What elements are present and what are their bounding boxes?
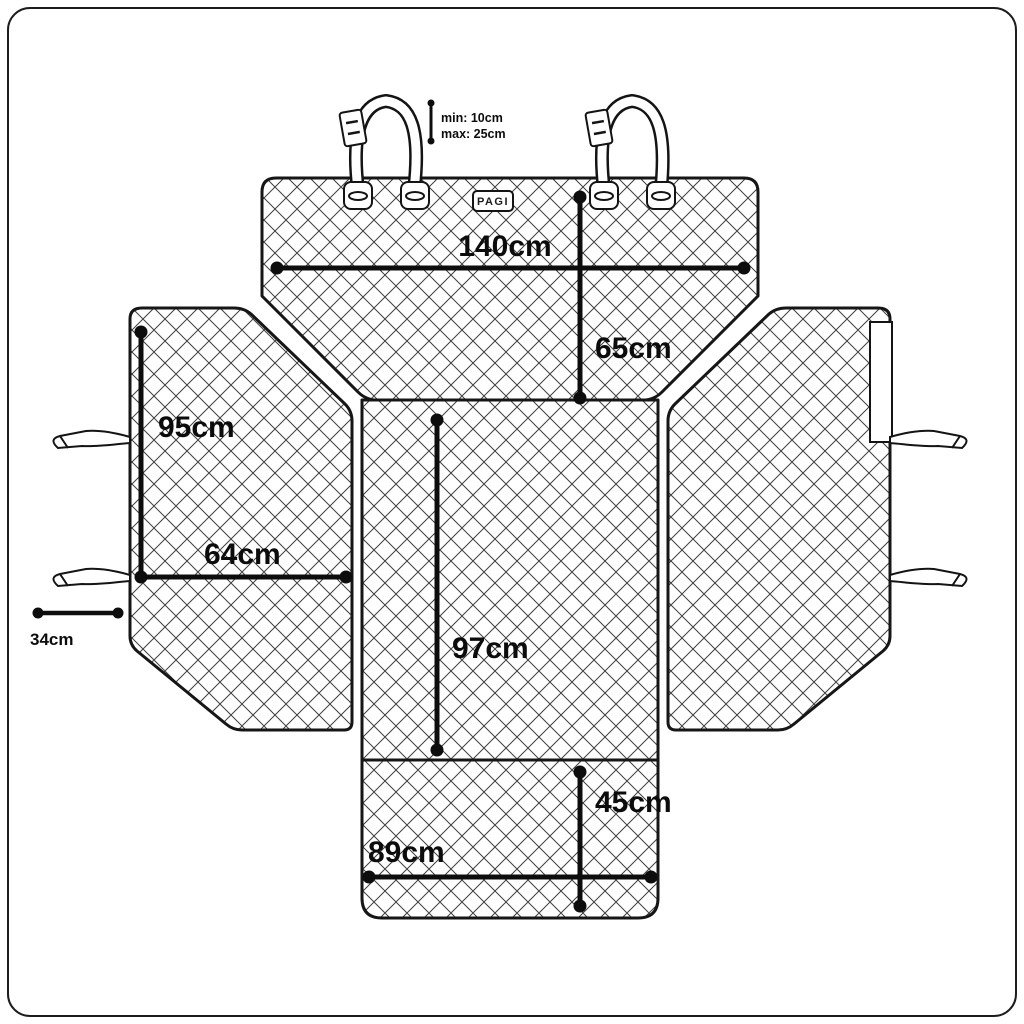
side-clip-right-top-icon xyxy=(889,429,968,450)
side-clip-left-top-icon xyxy=(52,429,131,450)
dim-bottom-height: 45cm xyxy=(573,765,672,913)
left-flap xyxy=(128,306,354,732)
strap-note-min: min: 10cm xyxy=(441,111,503,125)
center-panel xyxy=(360,398,660,762)
side-clip-left-bottom-icon xyxy=(52,567,131,588)
dim-bottom-height-label: 45cm xyxy=(595,786,672,819)
dim-top-width: 140cm xyxy=(270,230,751,275)
dim-strap-adjust: min: 10cm max: 25cm xyxy=(427,99,506,145)
dim-center-height: 97cm xyxy=(430,413,529,757)
side-clip-right-bottom-icon xyxy=(889,567,968,588)
dim-side-width-label: 64cm xyxy=(204,538,281,571)
dim-top-height-label: 65cm xyxy=(595,332,672,365)
dim-top-height: 65cm xyxy=(573,190,672,405)
right-flap xyxy=(666,306,892,732)
buckle-right-icon xyxy=(584,108,614,148)
page-border xyxy=(7,7,1017,1017)
dim-top-width-label: 140cm xyxy=(458,230,551,263)
dim-bottom-width: 89cm xyxy=(362,836,658,884)
velcro-strip xyxy=(869,321,893,443)
dim-side-height-label: 95cm xyxy=(158,411,235,444)
buckle-left-icon xyxy=(338,108,368,148)
dimensions: min: 10cm max: 25cm 140cm 65cm 95cm xyxy=(30,99,751,913)
dim-side-width: 64cm xyxy=(138,538,353,584)
dim-bottom-width-label: 89cm xyxy=(368,836,445,869)
brand-logo: PAGI xyxy=(472,190,514,212)
strap-tab-icons xyxy=(343,181,676,210)
dim-strap-length-label: 34cm xyxy=(30,630,73,649)
headrest-straps xyxy=(338,93,676,210)
strap-note-max: max: 25cm xyxy=(441,127,506,141)
side-clips xyxy=(52,429,968,588)
dim-center-height-label: 97cm xyxy=(452,632,529,665)
brand-logo-text: PAGI xyxy=(477,196,509,208)
dim-side-height: 95cm xyxy=(134,325,235,584)
dim-strap-length: 34cm xyxy=(30,607,124,649)
